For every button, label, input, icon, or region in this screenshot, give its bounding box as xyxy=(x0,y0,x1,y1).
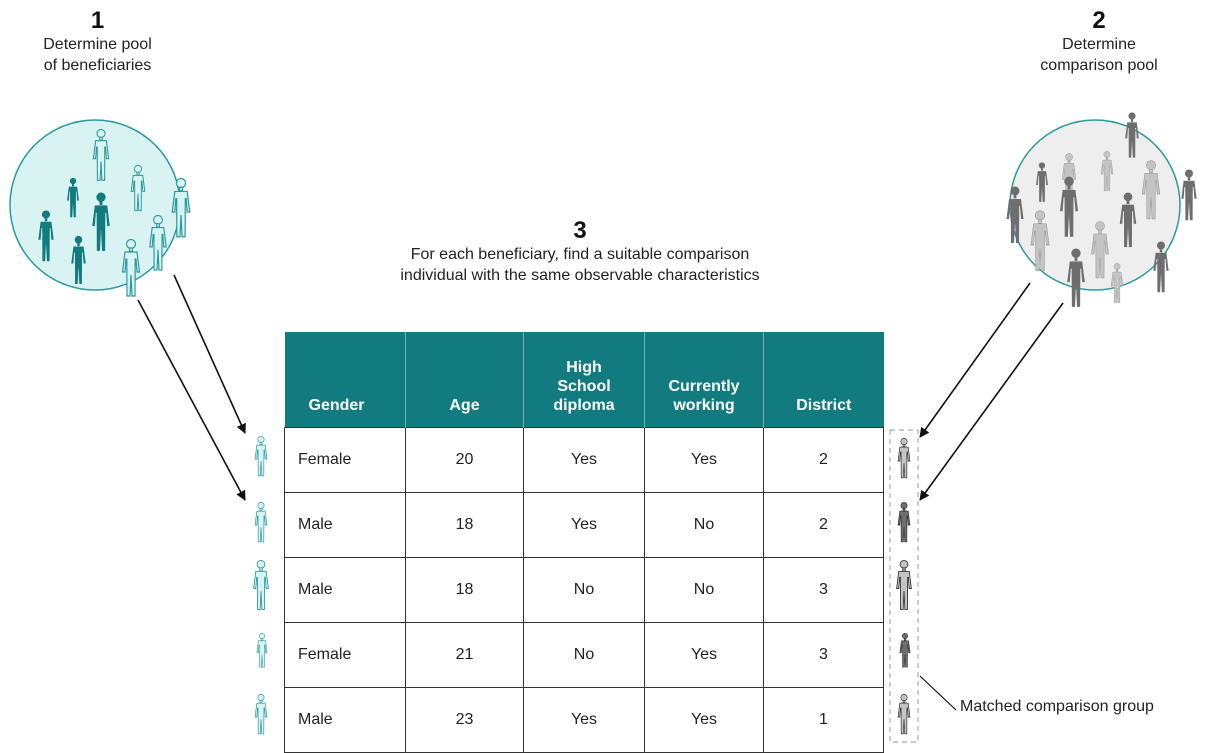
person-gray-icon xyxy=(896,559,912,610)
cell-district: 1 xyxy=(763,687,884,753)
table-row: Male 23 Yes Yes 1 xyxy=(284,687,884,753)
header-district-text: District xyxy=(796,397,852,414)
matched-group-callout: Matched comparison group xyxy=(960,698,1154,715)
person-outline-icon xyxy=(254,435,268,477)
header-age: Age xyxy=(405,332,524,428)
person-outline-icon xyxy=(253,559,269,610)
cell-currently-working: No xyxy=(644,557,764,623)
cell-currently-working: Yes xyxy=(644,687,764,753)
cell-high-school: No xyxy=(523,557,645,623)
cell-gender: Male xyxy=(284,492,406,558)
header-gender: Gender xyxy=(284,332,406,428)
cell-district: 2 xyxy=(763,427,884,493)
cell-age: 18 xyxy=(405,557,524,623)
cell-district: 3 xyxy=(763,557,884,623)
cell-high-school: Yes xyxy=(523,687,645,753)
step-2-text-line1: Determine xyxy=(1062,36,1136,53)
person-outline-icon xyxy=(254,501,268,543)
header-hs-line1: High xyxy=(566,359,602,376)
person-gray-icon xyxy=(897,437,911,479)
matched-beneficiaries xyxy=(253,435,269,735)
arrow-comparison-2 xyxy=(919,302,1064,501)
header-hs-line3: diploma xyxy=(553,397,615,414)
header-age-text: Age xyxy=(449,397,480,414)
person-gray-icon xyxy=(897,693,911,735)
cell-age: 18 xyxy=(405,492,524,558)
matched-group-box xyxy=(889,429,919,743)
cell-age: 20 xyxy=(405,427,524,493)
cell-currently-working: Yes xyxy=(644,622,764,688)
cell-gender: Female xyxy=(284,622,406,688)
step-1-label: 1 Determine pool of beneficiaries xyxy=(0,8,195,76)
step-3-number: 3 xyxy=(573,217,587,244)
cell-gender: Male xyxy=(284,687,406,753)
cell-high-school: Yes xyxy=(523,427,645,493)
callout-leader-line xyxy=(919,675,957,711)
person-gray-icon xyxy=(1181,169,1197,221)
matched-comparisons xyxy=(896,437,912,735)
table-row: Female 20 Yes Yes 2 xyxy=(284,427,884,493)
step-1-text-line1: Determine pool xyxy=(43,36,152,53)
cell-high-school: No xyxy=(523,622,645,688)
header-high-school-diploma: High School diploma xyxy=(523,332,645,428)
cell-age: 21 xyxy=(405,622,524,688)
table-row: Male 18 Yes No 2 xyxy=(284,492,884,558)
cell-high-school: Yes xyxy=(523,492,645,558)
cell-currently-working: Yes xyxy=(644,427,764,493)
header-cw-line2: working xyxy=(673,397,735,414)
table-header-row: Gender Age High School diploma Currently… xyxy=(284,332,884,428)
arrow-beneficiary-2 xyxy=(137,299,246,501)
table-row: Female 21 No Yes 3 xyxy=(284,622,884,688)
header-gender-text: Gender xyxy=(308,397,365,414)
header-cw-line1: Currently xyxy=(668,378,740,395)
step-2-label: 2 Determine comparison pool xyxy=(1000,8,1198,76)
cell-district: 3 xyxy=(763,622,884,688)
person-outline-icon xyxy=(254,693,268,735)
cell-district: 2 xyxy=(763,492,884,558)
cell-gender: Male xyxy=(284,557,406,623)
person-gray-icon xyxy=(897,501,911,543)
person-outline-icon xyxy=(256,632,268,668)
step-3-text-line2: individual with the same observable char… xyxy=(400,267,760,284)
cell-currently-working: No xyxy=(644,492,764,558)
cell-gender: Female xyxy=(284,427,406,493)
matching-table: Gender Age High School diploma Currently… xyxy=(284,332,884,753)
step-1-text-line2: of beneficiaries xyxy=(43,57,152,74)
step-3-text-line1: For each beneficiary, find a suitable co… xyxy=(410,246,750,263)
cell-age: 23 xyxy=(405,687,524,753)
header-hs-line2: School xyxy=(557,378,611,395)
arrow-beneficiary-1 xyxy=(173,274,246,434)
arrow-comparison-1 xyxy=(919,282,1031,438)
step-2-number: 2 xyxy=(1092,7,1106,34)
step-2-text-line2: comparison pool xyxy=(1040,57,1158,74)
step-1-number: 1 xyxy=(90,7,105,34)
person-gray-icon xyxy=(899,632,911,668)
header-currently-working: Currently working xyxy=(644,332,764,428)
table-row: Male 18 No No 3 xyxy=(284,557,884,623)
header-district: District xyxy=(763,332,884,428)
step-3-label: 3 For each beneficiary, find a suitable … xyxy=(330,218,830,286)
